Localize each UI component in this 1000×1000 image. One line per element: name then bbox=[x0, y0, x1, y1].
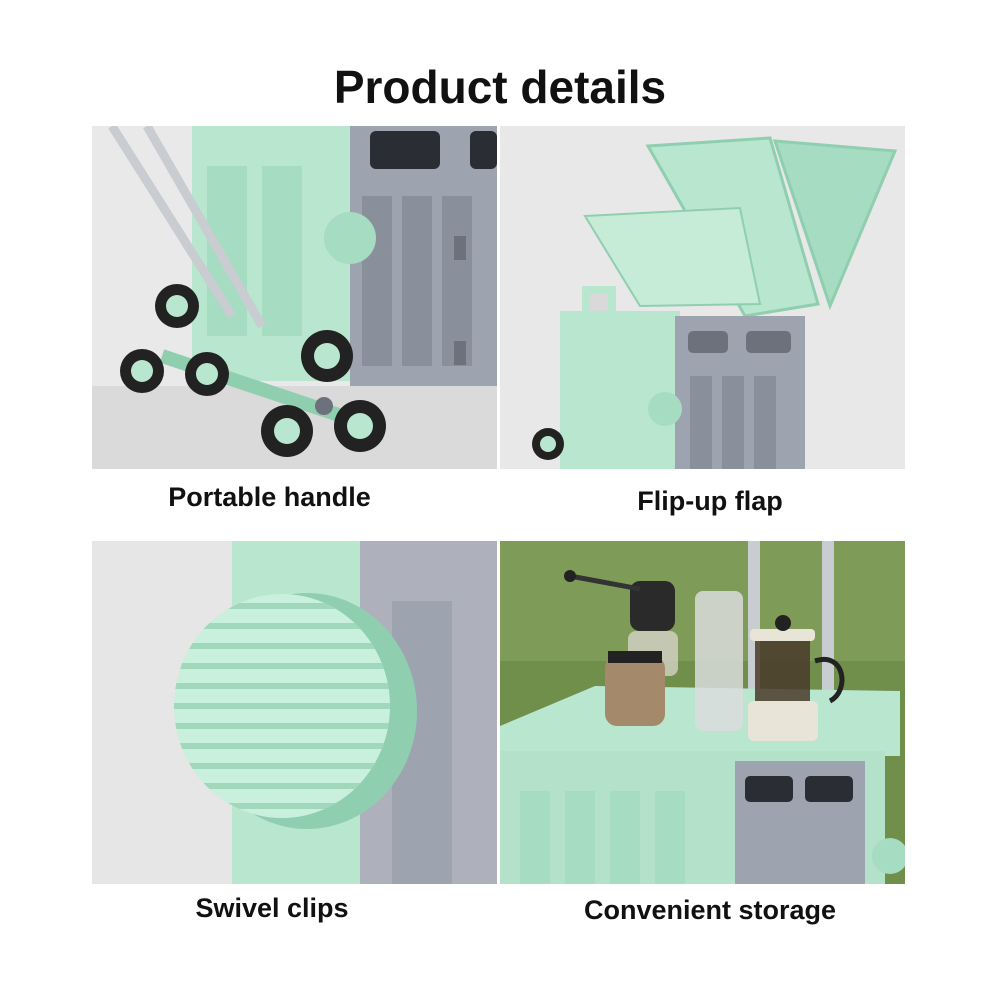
flip-up-flap-caption: Flip-up flap bbox=[637, 486, 783, 516]
swivel-clips-photo bbox=[92, 541, 497, 884]
portable-handle-photo bbox=[92, 126, 497, 469]
convenient-storage-photo bbox=[500, 541, 905, 884]
convenient-storage-caption: Convenient storage bbox=[583, 895, 837, 925]
flip-up-flap-photo bbox=[500, 126, 905, 469]
swivel-clips-caption: Swivel clips bbox=[195, 893, 349, 923]
page-title: Product details bbox=[333, 61, 667, 113]
portable-handle-caption: Portable handle bbox=[168, 482, 371, 512]
